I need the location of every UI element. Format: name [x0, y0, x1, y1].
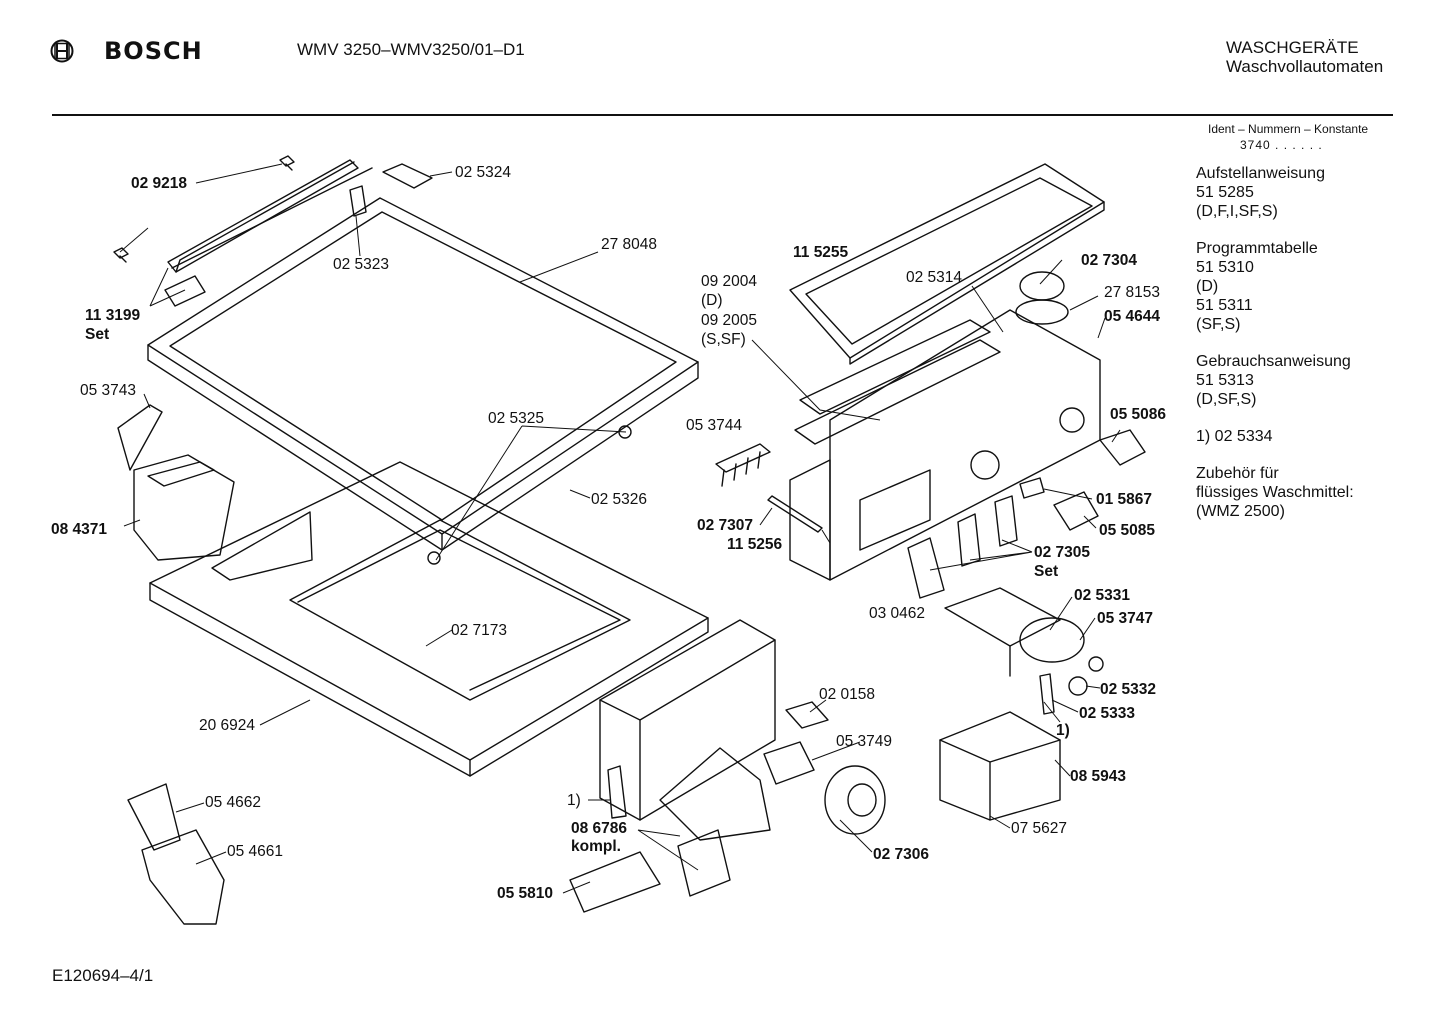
part-label: 20 6924 [199, 717, 256, 734]
part-label: 11 5255 [793, 244, 849, 261]
dispenser-drawer-part [117, 404, 235, 561]
part-label: 11 3199 [85, 307, 141, 324]
knob-parts [1019, 429, 1146, 531]
side-note-line: (SF,S) [1196, 316, 1241, 333]
part-label: 02 7306 [873, 846, 930, 863]
lever-part [1039, 673, 1055, 715]
side-note-line: 51 5313 [1196, 372, 1254, 389]
part-label: Set [85, 326, 110, 343]
part-label: 27 8048 [601, 236, 658, 253]
programme-timer-part [939, 711, 1061, 821]
part-label: 05 5086 [1110, 406, 1167, 423]
electronic-module-parts [569, 701, 886, 913]
side-note-line: Aufstellanweisung [1196, 165, 1325, 182]
header-divider [52, 114, 1393, 116]
guide-part [715, 443, 771, 487]
part-label: 02 5323 [333, 256, 390, 273]
base-frame-part [149, 425, 709, 777]
control-panel-part [789, 271, 1101, 581]
top-lid-part [147, 197, 699, 551]
part-label: 02 5324 [455, 164, 512, 181]
side-note-line: 51 5285 [1196, 184, 1254, 201]
part-label: 01 5867 [1096, 491, 1153, 508]
clip-part [349, 185, 367, 217]
side-note-line: Zubehör für [1196, 465, 1279, 482]
bosch-armature-logo-icon [50, 39, 74, 63]
part-label: 09 2005 [701, 312, 758, 329]
side-note-line: (D,SF,S) [1196, 391, 1257, 408]
part-label: 11 5256 [727, 536, 783, 553]
category-subtitle: Waschvollautomaten [1226, 57, 1384, 76]
part-label: 05 3749 [836, 733, 893, 750]
side-note-line: flüssiges Waschmittel: [1196, 484, 1354, 501]
part-label: 05 5085 [1099, 522, 1156, 539]
side-note-block: Gebrauchsanweisung 51 5313 (D,SF,S) [1196, 352, 1354, 409]
part-label: 02 5332 [1100, 681, 1157, 698]
side-note-line: 51 5311 [1196, 297, 1253, 314]
category-title: WASCHGERÄTE [1226, 38, 1359, 57]
part-label: 07 5627 [1011, 820, 1068, 837]
side-note-line: (D) [1196, 278, 1219, 295]
part-label: 05 4661 [227, 843, 284, 860]
part-label: 05 3747 [1097, 610, 1154, 627]
part-label: 02 7304 [1081, 252, 1138, 269]
liquid-detergent-cup-part [127, 783, 225, 925]
switch-button-parts [907, 495, 1018, 599]
side-note-block: Programmtabelle 51 5310 (D) 51 5311 (SF,S) [1196, 239, 1354, 334]
brand-logo: BOSCH [50, 37, 203, 65]
part-label: 05 4644 [1104, 308, 1161, 325]
part-label: Set [1034, 563, 1059, 580]
part-label: 02 7173 [451, 622, 508, 639]
part-label: 02 9218 [131, 175, 188, 192]
part-label: 09 2004 [701, 273, 758, 290]
part-label: 02 5314 [906, 269, 963, 286]
side-notes: Aufstellanweisung 51 5285 (D,F,I,SF,S) Prog… [1196, 164, 1354, 539]
ident-value: 3740 . . . . . . [1240, 138, 1323, 152]
part-label: 08 6786 [571, 820, 628, 837]
part-label: 02 5325 [488, 410, 545, 427]
drawing-code: E120694–4/1 [52, 966, 154, 985]
part-label: 02 0158 [819, 686, 876, 703]
program-insert-part [794, 319, 1001, 445]
side-note-block: 1) 02 5334 [1196, 427, 1354, 446]
side-note-line: (WMZ 2500) [1196, 503, 1285, 520]
part-label: 1) [1056, 722, 1070, 739]
part-label: 02 5326 [591, 491, 648, 508]
part-label: 02 7307 [697, 517, 754, 534]
part-label: (S,SF) [701, 331, 746, 348]
part-label: kompl. [571, 838, 621, 855]
bracket-part [382, 163, 433, 189]
side-note-line: (D,F,I,SF,S) [1196, 203, 1278, 220]
mounting-bracket-part [599, 619, 776, 821]
top-rail-part [113, 155, 373, 307]
side-note-line: Programmtabelle [1196, 240, 1318, 257]
part-label: 27 8153 [1104, 284, 1161, 301]
panel-cover-part [789, 163, 1105, 365]
side-note-line: 1) 02 5334 [1196, 428, 1273, 445]
part-label: 05 5810 [497, 885, 554, 902]
part-label: 02 5333 [1079, 705, 1136, 722]
part-label: 05 3743 [80, 382, 137, 399]
side-note-block: Zubehör für flüssiges Waschmittel: (WMZ 25… [1196, 464, 1354, 521]
part-label: (D) [701, 292, 723, 309]
part-label: 03 0462 [869, 605, 926, 622]
part-label: 02 7305 [1034, 544, 1091, 561]
side-note-line: 51 5310 [1196, 259, 1254, 276]
brand-name: BOSCH [104, 37, 203, 65]
leader-lines [119, 163, 1121, 894]
part-label: 05 3744 [686, 417, 743, 434]
side-note-block: Aufstellanweisung 51 5285 (D,F,I,SF,S) [1196, 164, 1354, 221]
model-title: WMV 3250–WMV3250/01–D1 [297, 40, 525, 59]
part-label: 02 5331 [1074, 587, 1131, 604]
part-label: 08 4371 [51, 521, 108, 538]
part-label: 08 5943 [1070, 768, 1127, 785]
part-label: 05 4662 [205, 794, 262, 811]
part-label: 1) [567, 792, 581, 809]
side-note-line: Gebrauchsanweisung [1196, 353, 1351, 370]
ident-title: Ident – Nummern – Konstante [1208, 122, 1369, 136]
strip-part [767, 495, 823, 533]
